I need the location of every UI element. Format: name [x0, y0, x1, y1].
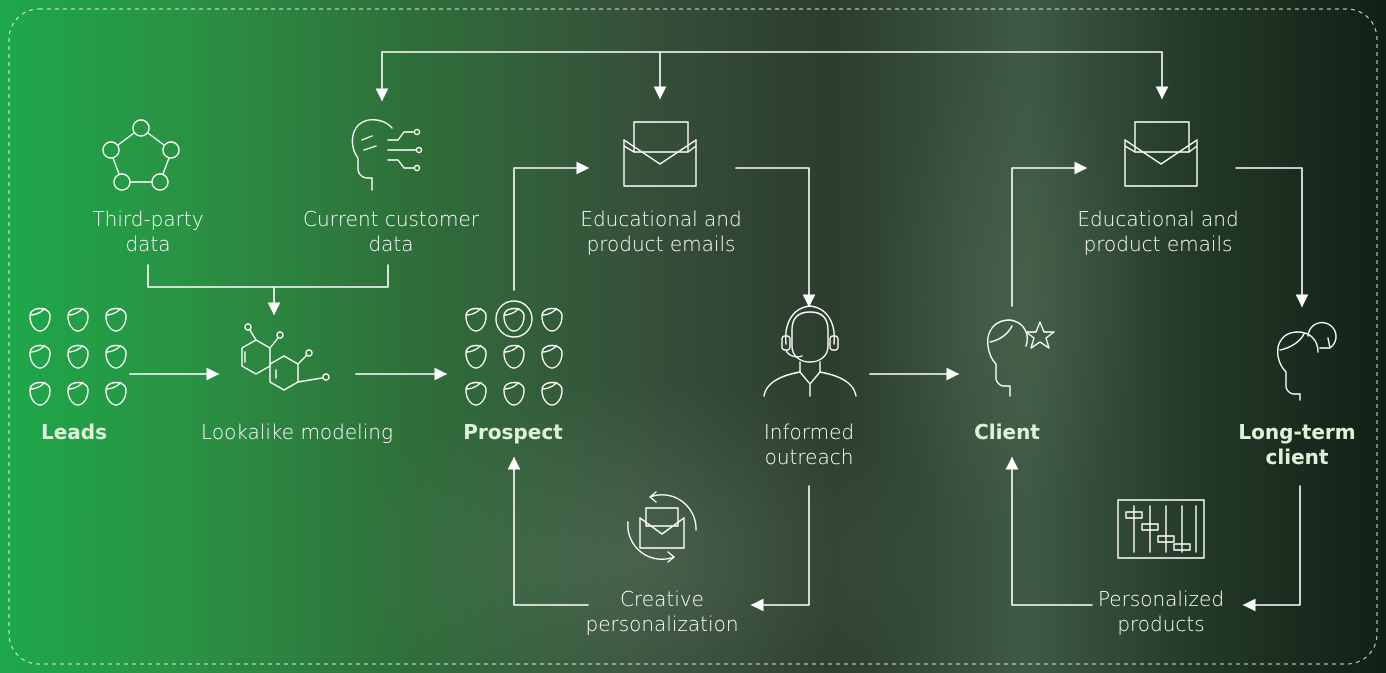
- label-prospect: Prospect: [463, 420, 563, 444]
- person-head-icon: [465, 307, 487, 332]
- head-data-icon: [351, 119, 423, 191]
- person-head-icon: [105, 381, 127, 406]
- label-lookalike: Lookalike modeling: [201, 420, 393, 444]
- molecule-icon: [241, 323, 330, 391]
- highlight-ring: [495, 300, 533, 338]
- person-head-icon: [67, 381, 89, 406]
- person-head-icon: [29, 381, 51, 406]
- person-head-icon: [541, 344, 563, 369]
- connector-data-merge: [147, 264, 389, 316]
- connector-top-bus: [375, 51, 1169, 102]
- person-head-icon: [29, 307, 51, 332]
- envelope-icon: [1124, 121, 1198, 187]
- people-grid-highlight-icon: [465, 300, 563, 406]
- arrow-prospect-to-emails: [513, 161, 590, 291]
- arrow-outreach-to-creative: [750, 485, 810, 612]
- arrow-longterm-to-products: [1242, 485, 1301, 612]
- person-head-icon: [29, 344, 51, 369]
- people-grid-icon: [29, 307, 127, 406]
- person-head-icon: [503, 381, 525, 406]
- arrow-client-to-emails: [1011, 161, 1088, 307]
- sliders-panel-icon: [1117, 499, 1205, 559]
- label-client: Client: [974, 420, 1040, 444]
- person-head-icon: [465, 381, 487, 406]
- person-head-icon: [503, 344, 525, 369]
- person-head-icon: [105, 307, 127, 332]
- envelope-icon: [623, 121, 697, 187]
- dashed-border: [8, 8, 1378, 665]
- envelope-cycle-icon: [627, 491, 697, 563]
- arrow-creative-to-prospect: [507, 456, 589, 606]
- person-head-icon: [541, 307, 563, 332]
- network-pentagon-icon: [102, 119, 180, 191]
- person-head-icon: [67, 307, 89, 332]
- person-head-icon: [465, 344, 487, 369]
- arrow-products-to-client: [1005, 456, 1093, 606]
- person-star-icon: [987, 319, 1055, 397]
- person-head-icon: [105, 344, 127, 369]
- headset-agent-icon: [763, 305, 857, 397]
- person-refresh-icon: [1277, 321, 1337, 401]
- arrow-emails-to-outreach: [735, 167, 816, 308]
- person-head-icon: [503, 307, 525, 332]
- arrow-emails-to-longterm: [1235, 167, 1309, 308]
- label-leads: Leads: [40, 420, 108, 444]
- person-head-icon: [67, 344, 89, 369]
- person-head-icon: [541, 381, 563, 406]
